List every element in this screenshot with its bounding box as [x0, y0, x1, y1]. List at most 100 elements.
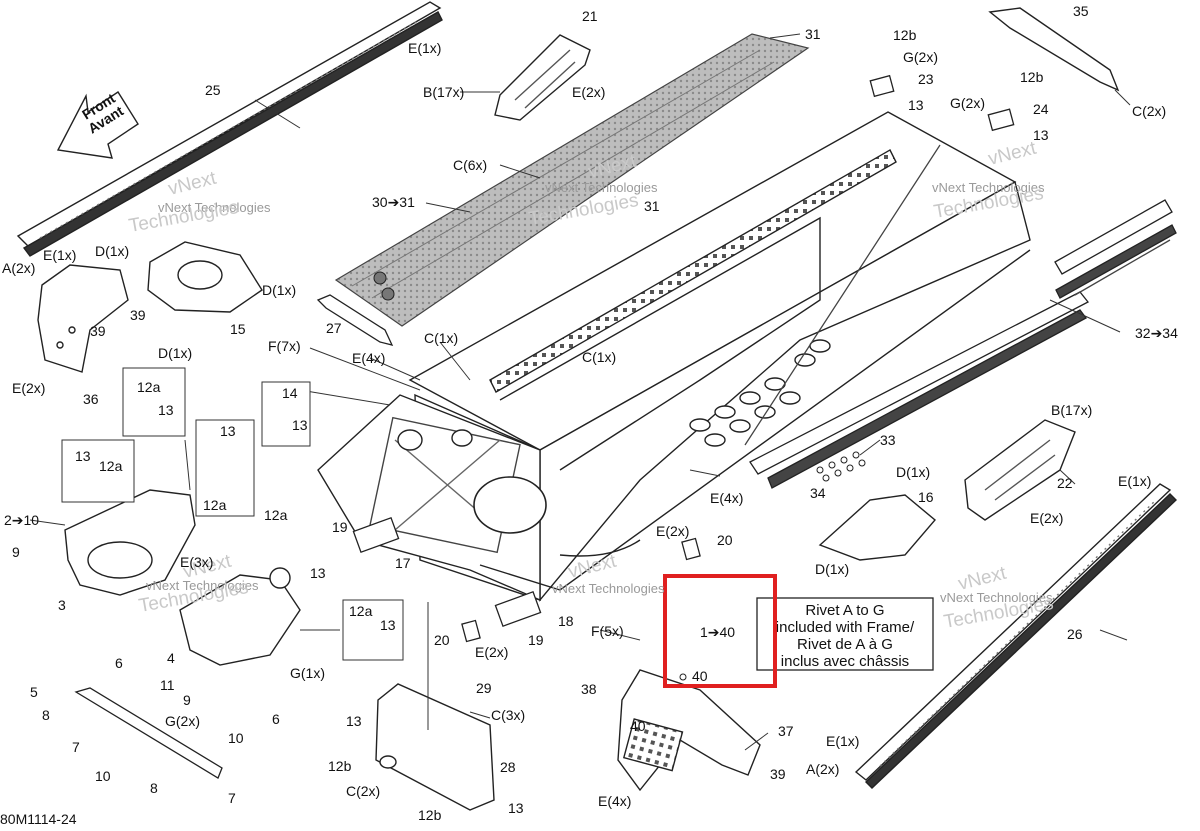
- callout: 12b: [418, 807, 442, 823]
- note-line-3: Rivet de A à G: [797, 636, 893, 653]
- callout: 12b: [1020, 69, 1044, 85]
- rivets-33: [816, 451, 866, 482]
- callout: C(2x): [1132, 103, 1166, 119]
- watermark-line-1: vNext Technologies: [158, 200, 271, 215]
- callout: 4: [167, 650, 175, 666]
- callout: G(2x): [950, 95, 985, 111]
- callout-labels: 25 E(1x) A(2x) E(1x) 21 B(17x) E(2x) 31 …: [2, 3, 1178, 823]
- bracket-37: [617, 669, 761, 792]
- callout: 12b: [328, 758, 352, 774]
- slide-rails-32-34: [744, 144, 1177, 489]
- gusset-21: [494, 34, 591, 121]
- rivet-note-box: Rivet A to G included with Frame/ Rivet …: [756, 597, 934, 671]
- callout: 30➔31: [372, 194, 415, 210]
- callout: 9: [12, 544, 20, 560]
- watermark-line-3: vNext Technologies: [932, 180, 1045, 195]
- callout: E(2x): [12, 380, 45, 396]
- document-code: 80M1114-24: [0, 811, 77, 826]
- callout: E(4x): [352, 350, 385, 366]
- callout: 33: [880, 432, 896, 448]
- bracket-27: [316, 294, 394, 346]
- callout: 26: [1067, 626, 1083, 642]
- bracket-23-24: [869, 74, 1015, 132]
- callout: 39: [90, 323, 106, 339]
- callout: A(2x): [806, 761, 839, 777]
- callout: G(2x): [903, 49, 938, 65]
- callout: D(1x): [262, 282, 296, 298]
- front-bulkhead-3: [64, 489, 196, 596]
- callout: F(7x): [268, 338, 301, 354]
- watermark-brand-3: vNext: [986, 138, 1039, 170]
- callout: 15: [230, 321, 246, 337]
- note-line-2: included with Frame/: [776, 619, 915, 636]
- fastener-boxes: [61, 367, 404, 661]
- watermark-line-6: vNext Technologies: [940, 590, 1053, 605]
- callout: B(17x): [1051, 402, 1092, 418]
- callout: E(2x): [1030, 510, 1063, 526]
- callout: 12a: [349, 603, 373, 619]
- callout: 38: [581, 681, 597, 697]
- callout: 28: [500, 759, 516, 775]
- callout: 7: [228, 790, 236, 806]
- note-line-4: inclus avec châssis: [781, 653, 909, 670]
- callout: G(1x): [290, 665, 325, 681]
- callout: 8: [42, 707, 50, 723]
- callout: 12b: [893, 27, 917, 43]
- callout: 2➔10: [4, 512, 39, 528]
- callout: D(1x): [815, 561, 849, 577]
- callout: 24: [1033, 101, 1049, 117]
- callout: 9: [183, 692, 191, 708]
- callout: E(2x): [475, 644, 508, 660]
- callout: 22: [1057, 475, 1073, 491]
- callout: 40: [630, 718, 646, 734]
- callout: 20: [717, 532, 733, 548]
- callout: 12a: [203, 497, 227, 513]
- rivet-40-label: 40: [692, 668, 708, 684]
- callout: C(1x): [424, 330, 458, 346]
- callout: 14: [282, 385, 298, 401]
- callout: 31: [644, 198, 660, 214]
- callout: E(4x): [598, 793, 631, 809]
- front-support-4: [179, 567, 301, 666]
- callout: 13: [310, 565, 326, 581]
- callout: E(4x): [710, 490, 743, 506]
- callout: C(1x): [582, 349, 616, 365]
- callout: 39: [770, 766, 786, 782]
- callout: 23: [918, 71, 934, 87]
- callout: 13: [220, 423, 236, 439]
- plates-17-18-20: [352, 516, 701, 643]
- callout: 31: [805, 26, 821, 42]
- callout: D(1x): [158, 345, 192, 361]
- range-label: 1➔40: [700, 624, 735, 640]
- callout: 13: [158, 402, 174, 418]
- watermark-line-5: vNext Technologies: [552, 581, 665, 596]
- gusset-22: [964, 419, 1076, 521]
- watermark-line-2: vNext Technologies: [545, 180, 658, 195]
- callout: 39: [130, 307, 146, 323]
- callout: 13: [75, 448, 91, 464]
- callout: E(2x): [572, 84, 605, 100]
- callout: 36: [83, 391, 99, 407]
- callout: 13: [1033, 127, 1049, 143]
- pulley-support-15: [147, 241, 263, 313]
- callout: 25: [205, 82, 221, 98]
- callout: 12a: [99, 458, 123, 474]
- callout: D(1x): [95, 243, 129, 259]
- callout: 35: [1073, 3, 1089, 19]
- callout: 12a: [137, 379, 161, 395]
- callout: 7: [72, 739, 80, 755]
- callout: 32➔34: [1135, 325, 1178, 341]
- heat-exchanger-30: [334, 33, 810, 327]
- callout: E(1x): [826, 733, 859, 749]
- callout: E(1x): [408, 40, 441, 56]
- callout: C(6x): [453, 157, 487, 173]
- front-direction-arrow: Front Avant: [56, 90, 139, 159]
- callout: 18: [558, 613, 574, 629]
- callout: 13: [346, 713, 362, 729]
- bracket-35: [988, 7, 1120, 92]
- callout: 10: [95, 768, 111, 784]
- callout: D(1x): [896, 464, 930, 480]
- callout: 19: [528, 632, 544, 648]
